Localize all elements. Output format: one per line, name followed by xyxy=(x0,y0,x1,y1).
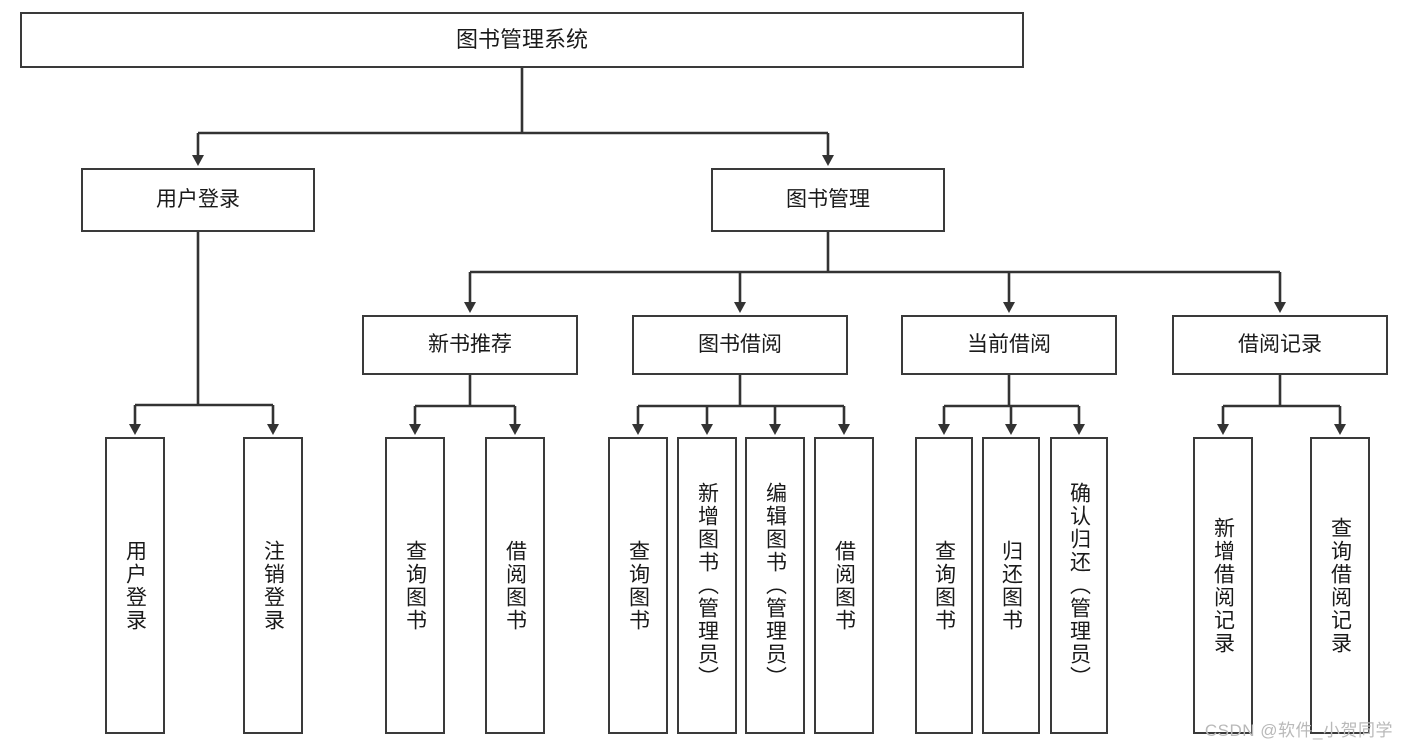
node-leaf-query-book-2-label: 查询图书 xyxy=(626,539,650,632)
node-leaf-borrow-book-2[interactable]: 借阅图书 xyxy=(814,437,874,734)
node-borrow-record[interactable]: 借阅记录 xyxy=(1172,315,1388,375)
node-leaf-user-login[interactable]: 用户登录 xyxy=(105,437,165,734)
node-book-manage[interactable]: 图书管理 xyxy=(711,168,945,232)
node-new-book-recommend-label: 新书推荐 xyxy=(428,333,512,357)
node-borrow-record-label: 借阅记录 xyxy=(1238,333,1322,357)
node-leaf-query-book-3-label: 查询图书 xyxy=(932,539,956,632)
node-leaf-add-book[interactable]: 新增图书（管理员） xyxy=(677,437,737,734)
node-user-login-label: 用户登录 xyxy=(156,188,240,212)
node-leaf-query-record-label: 查询借阅记录 xyxy=(1328,516,1352,655)
node-root[interactable]: 图书管理系统 xyxy=(20,12,1024,68)
node-root-label: 图书管理系统 xyxy=(455,26,588,52)
node-leaf-edit-book-label: 编辑图书（管理员） xyxy=(763,482,787,689)
node-leaf-borrow-book-1-label: 借阅图书 xyxy=(503,539,527,632)
node-leaf-borrow-book-2-label: 借阅图书 xyxy=(832,539,856,632)
node-book-manage-label: 图书管理 xyxy=(786,188,870,212)
node-leaf-add-book-label: 新增图书（管理员） xyxy=(695,482,719,689)
node-leaf-query-book-3[interactable]: 查询图书 xyxy=(915,437,973,734)
watermark: CSDN @软件_小贺同学 xyxy=(1204,721,1393,740)
node-leaf-return-book[interactable]: 归还图书 xyxy=(982,437,1040,734)
node-user-login[interactable]: 用户登录 xyxy=(81,168,315,232)
node-leaf-query-record[interactable]: 查询借阅记录 xyxy=(1310,437,1370,734)
node-leaf-user-logout[interactable]: 注销登录 xyxy=(243,437,303,734)
node-leaf-user-logout-label: 注销登录 xyxy=(261,539,285,632)
node-leaf-query-book-2[interactable]: 查询图书 xyxy=(608,437,668,734)
node-new-book-recommend[interactable]: 新书推荐 xyxy=(362,315,578,375)
node-book-borrow[interactable]: 图书借阅 xyxy=(632,315,848,375)
node-current-borrow-label: 当前借阅 xyxy=(967,333,1051,357)
node-leaf-confirm-return[interactable]: 确认归还（管理员） xyxy=(1050,437,1108,734)
node-leaf-add-record-label: 新增借阅记录 xyxy=(1211,516,1235,655)
node-leaf-borrow-book-1[interactable]: 借阅图书 xyxy=(485,437,545,734)
node-leaf-confirm-return-label: 确认归还（管理员） xyxy=(1067,482,1091,689)
node-leaf-return-book-label: 归还图书 xyxy=(999,539,1023,632)
node-leaf-query-book-1[interactable]: 查询图书 xyxy=(385,437,445,734)
node-leaf-query-book-1-label: 查询图书 xyxy=(403,539,427,632)
node-leaf-add-record[interactable]: 新增借阅记录 xyxy=(1193,437,1253,734)
node-leaf-edit-book[interactable]: 编辑图书（管理员） xyxy=(745,437,805,734)
node-leaf-user-login-label: 用户登录 xyxy=(123,539,147,632)
node-book-borrow-label: 图书借阅 xyxy=(698,333,782,357)
node-current-borrow[interactable]: 当前借阅 xyxy=(901,315,1117,375)
